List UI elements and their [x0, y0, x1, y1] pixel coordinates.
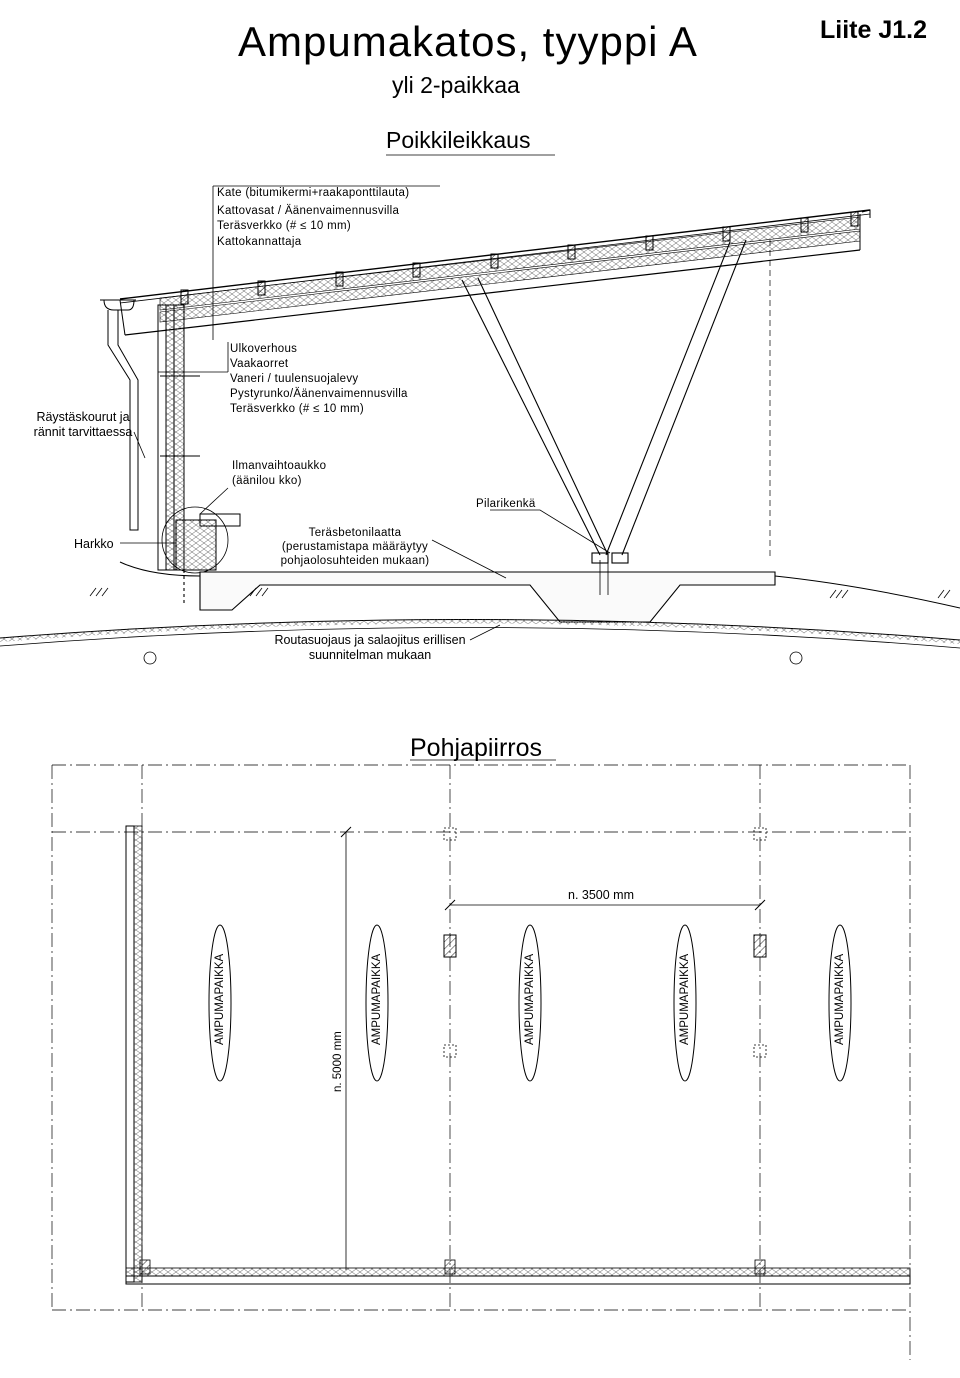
roof-layer-4: Kattokannattaja [217, 236, 302, 248]
slab-note-1: Teräsbetonilaatta [308, 527, 402, 539]
wall-layer-5: Teräsverkko (# ≤ 10 mm) [230, 403, 364, 415]
roof-layer-1: Kate (bitumikermi+raakaponttilauta) [217, 187, 410, 199]
slab-note-2: (perustamistapa määräytyy [281, 541, 429, 553]
shooting-spot-3: AMPUMAPAIKKA [524, 953, 536, 1045]
frost-note-1: Routasuojaus ja salaojitus erillisen [274, 633, 466, 647]
dimension-depth: n. 5000 mm [332, 1031, 344, 1092]
leaders [120, 185, 611, 641]
appendix-label: Liite J1.2 [820, 16, 927, 44]
drawing-subtitle: yli 2-paikkaa [392, 72, 520, 98]
vent-note-1: Ilmanvaihtoaukko [232, 460, 327, 472]
pillar-foot-label: Pilarikenkä [476, 498, 536, 510]
wall-layer-1: Ulkoverhous [230, 343, 298, 355]
shooting-spot-5: AMPUMAPAIKKA [834, 953, 846, 1045]
harkko-label: Harkko [74, 537, 114, 551]
wall-layer-4: Pystyrunko/Äänenvaimennusvilla [230, 388, 408, 400]
wall-layer-3: Vaneri / tuulensuojalevy [230, 373, 359, 385]
vent-note-2: (äänilou kko) [232, 475, 302, 487]
gutter-note-2: rännit tarvittaessa [33, 425, 133, 439]
slab [183, 560, 776, 623]
frost-note-2: suunnitelman mukaan [308, 648, 432, 662]
ground [0, 561, 960, 665]
drawing-title: Ampumakatos, tyyppi A [238, 18, 698, 65]
plan-title: Pohjapiirros [410, 734, 543, 762]
roof-layer-2: Kattovasat / Äänenvaimennusvilla [217, 205, 400, 217]
shooting-spot-1: AMPUMAPAIKKA [214, 953, 226, 1045]
shooting-spot-4: AMPUMAPAIKKA [679, 953, 691, 1045]
section-title: Poikkileikkaus [386, 127, 531, 153]
gutter-downpipe [100, 299, 139, 531]
slab-note-3: pohjaolosuhteiden mukaan) [280, 555, 430, 567]
wall [157, 304, 241, 574]
shooting-spot-2: AMPUMAPAIKKA [371, 953, 383, 1045]
plan-outline [51, 764, 911, 1360]
roof-layer-3: Teräsverkko (# ≤ 10 mm) [217, 220, 351, 232]
struts [461, 239, 771, 564]
wall-layer-2: Vaakaorret [230, 358, 289, 370]
roof [119, 209, 871, 336]
gutter-note-1: Räystäskourut ja [36, 410, 130, 424]
dimension-width: n. 3500 mm [568, 888, 635, 902]
